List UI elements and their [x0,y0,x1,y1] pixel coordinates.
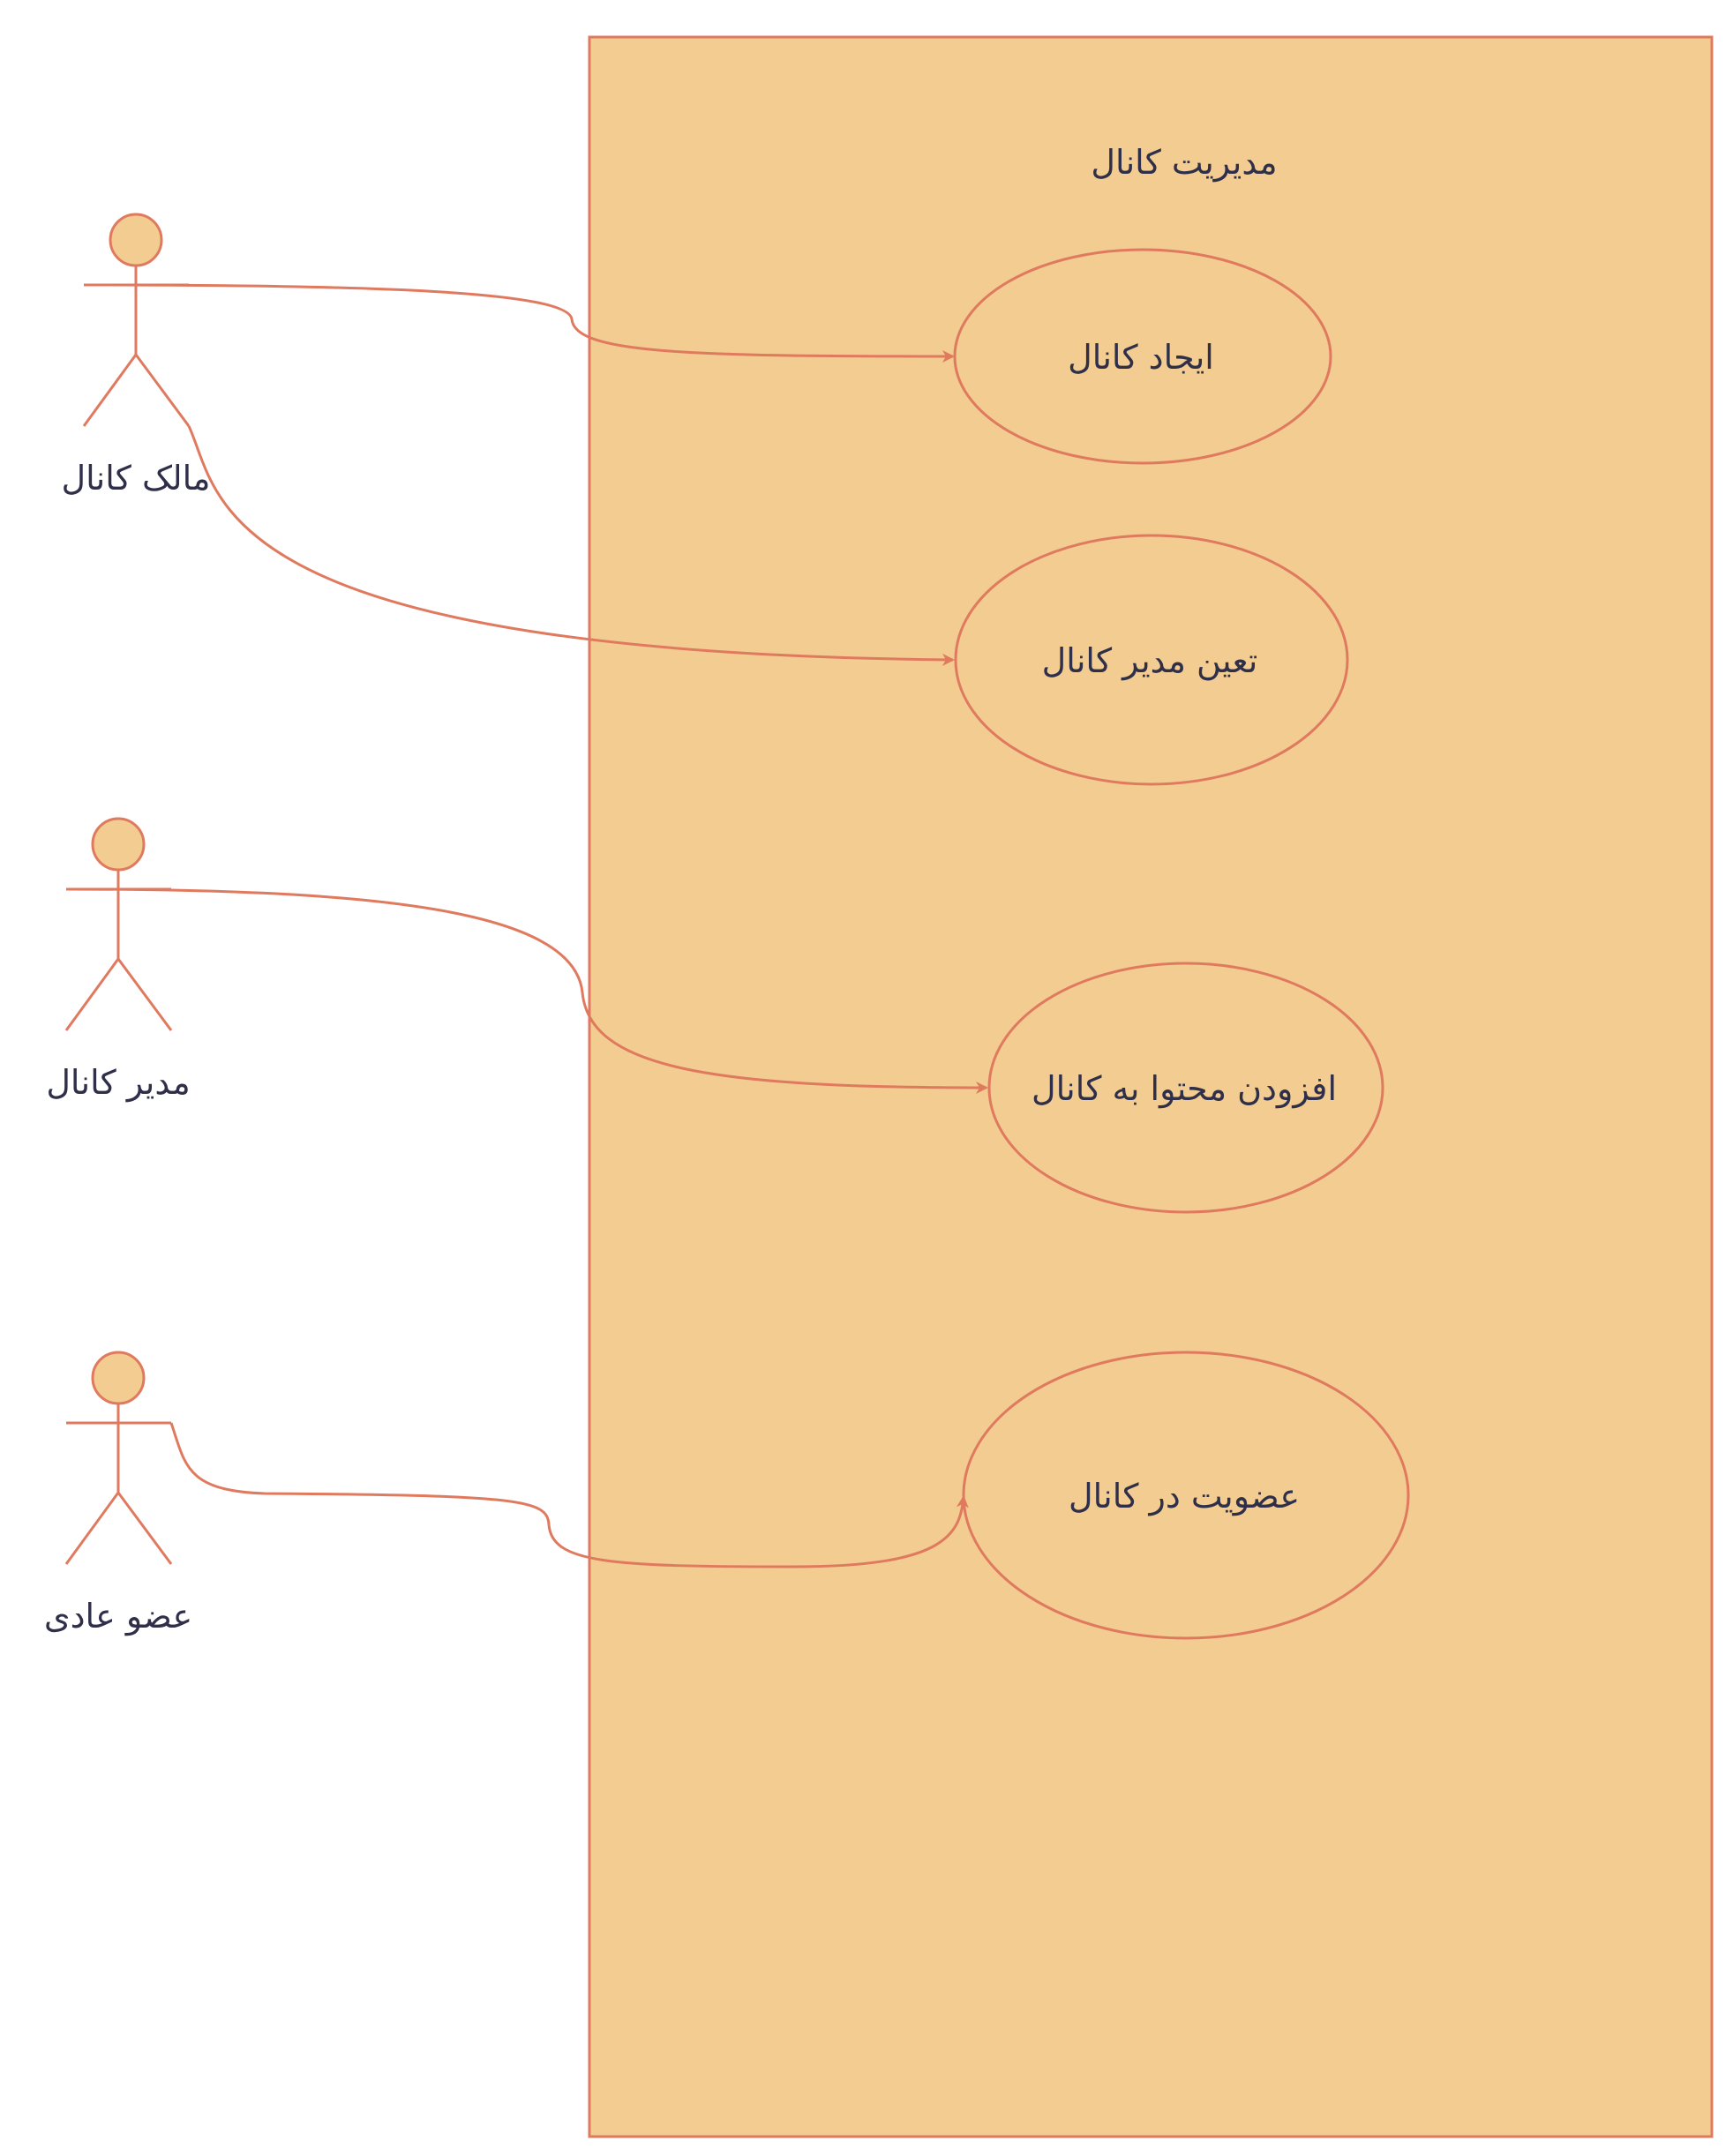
use-case-add-content[interactable]: افزودن محتوا به کانال [987,962,1384,1214]
actor-channel-admin-label: مدیر کانال [46,1063,190,1103]
stick-figure-icon [91,1351,146,1405]
actor-channel-owner-label: مالک کانال [61,459,210,498]
use-case-add-content-ellipse[interactable] [987,962,1384,1214]
use-case-assign-admin[interactable]: تعین مدیر کانال [954,534,1349,786]
association-admin-add-content [65,887,988,1094]
use-case-add-content-label: افزودن محتوا به کانال [1032,1069,1337,1109]
actor-channel-owner-left-leg [82,354,138,427]
use-case-assign-admin-ellipse[interactable] [954,534,1349,786]
actor-regular-member-label: عضو عادی [44,1597,192,1636]
actor-channel-owner-right-leg [134,354,191,427]
actor-regular-member-left-leg [64,1492,120,1565]
actor-channel-admin-left-leg [64,958,120,1031]
actor-channel-owner[interactable] [82,213,191,427]
actor-regular-member[interactable] [64,1351,173,1565]
actor-regular-member-right-leg [116,1492,173,1565]
use-case-assign-admin-label: تعین مدیر کانال [1042,641,1258,681]
association-owner-create [83,283,955,363]
use-case-create-channel-ellipse[interactable] [953,248,1332,465]
actor-channel-admin[interactable] [64,817,173,1031]
use-case-create-channel[interactable]: ایجاد کانال [953,248,1332,465]
association-owner-assign [187,425,955,666]
use-case-join-channel[interactable]: عضویت در کانال [962,1351,1410,1640]
use-case-create-channel-label: ایجاد کانال [1068,338,1214,377]
stick-figure-icon [109,213,163,267]
system-title: مدیریت کانال [1091,143,1277,183]
associations [65,283,988,1568]
actor-channel-admin-right-leg [116,958,173,1031]
association-member-join [169,1422,969,1568]
use-case-join-channel-label: عضویت در کانال [1069,1477,1300,1516]
stick-figure-icon [91,817,146,872]
use-case-join-channel-ellipse[interactable] [962,1351,1410,1640]
